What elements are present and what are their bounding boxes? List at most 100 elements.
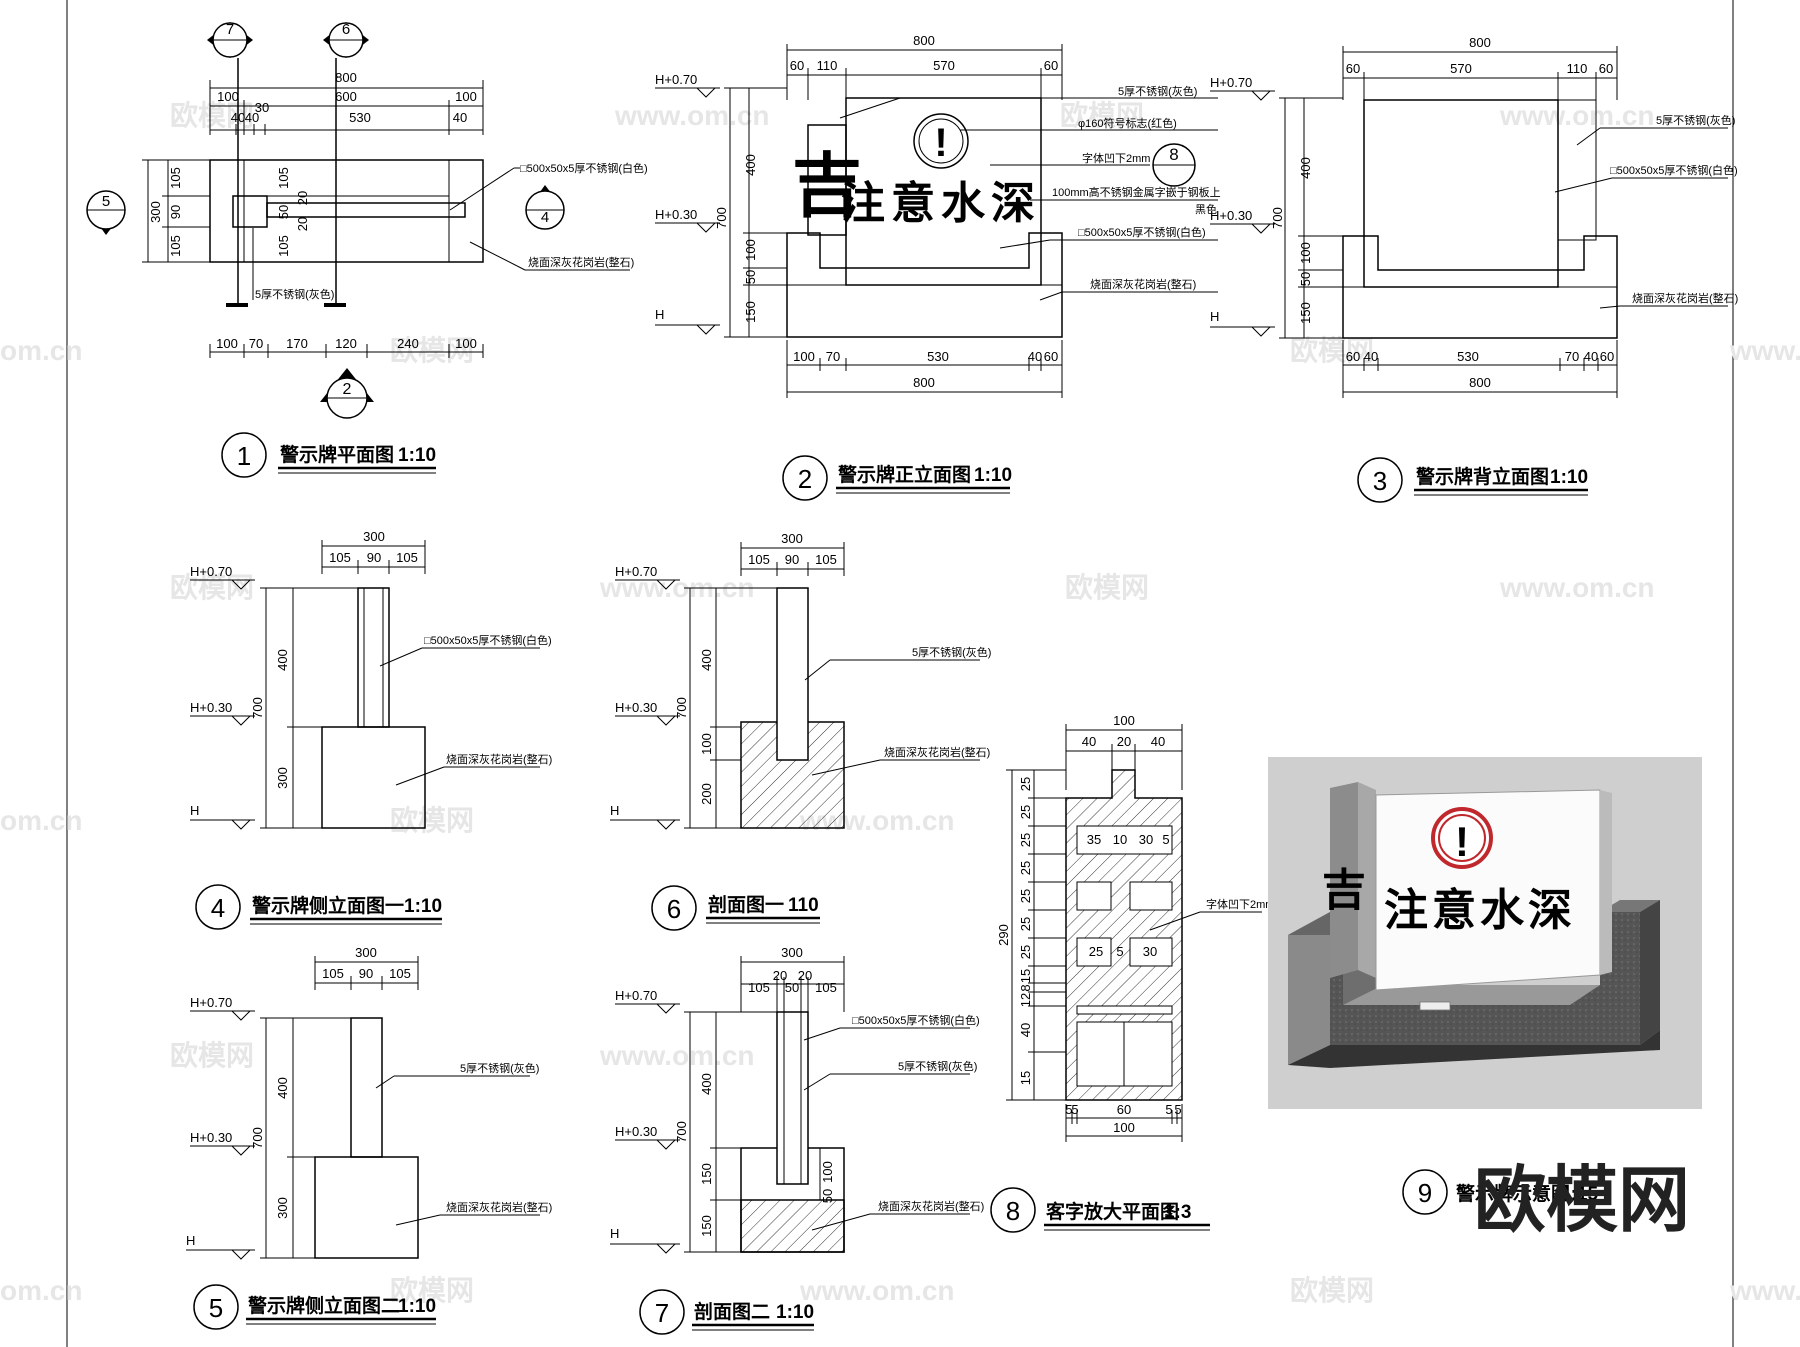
dim: 105 xyxy=(748,552,770,567)
dim: 5 xyxy=(1174,1102,1181,1117)
level-marker: H+0.70 xyxy=(655,72,720,98)
marker-label: 5 xyxy=(102,193,110,210)
view-title: 3 警示牌背立面图 1:10 xyxy=(1357,457,1588,503)
dim: 60 xyxy=(1346,61,1360,76)
dim: 15 xyxy=(1018,1071,1033,1085)
marker-label: 4 xyxy=(541,209,549,226)
render-post-character: 吉 xyxy=(1322,866,1366,915)
watermark-layer: 欧模网 www.om.cn 欧模网 www.om.cn om.cn 欧模网 欧模… xyxy=(0,100,1800,1306)
dim: 50 xyxy=(743,270,758,284)
dim: 25 xyxy=(1018,945,1033,959)
dim: 70 xyxy=(249,336,263,351)
watermark: 欧模网 xyxy=(390,805,474,836)
view-title: 1 警示牌平面图 1:10 xyxy=(221,432,436,478)
dim: 20 xyxy=(798,968,812,983)
view-title-text: 警示牌平面图 xyxy=(280,443,394,466)
dim: 530 xyxy=(1457,349,1479,364)
watermark: 欧模网 xyxy=(170,1040,254,1071)
note-label: □500x50x5厚不锈钢(白色) xyxy=(852,1013,980,1027)
dim: 15 xyxy=(1018,969,1033,983)
dim: 100 xyxy=(793,349,815,364)
level-label: H+0.30 xyxy=(615,700,657,715)
dim: 5 xyxy=(1116,944,1123,959)
note-label: □500x50x5厚不锈钢(白色) xyxy=(1078,225,1206,239)
dim: 40 xyxy=(1584,349,1598,364)
dim: 150 xyxy=(699,1163,714,1185)
dim: 105 xyxy=(168,167,183,189)
view-number: 4 xyxy=(211,893,225,923)
view-title-text: 剖面图二 xyxy=(694,1300,770,1323)
note-label: □500x50x5厚不锈钢(白色) xyxy=(424,633,552,647)
dim: 5 xyxy=(1065,1102,1072,1117)
level-marker: H+0.70 xyxy=(1210,75,1275,101)
dim: 700 xyxy=(674,1121,689,1143)
view-scale: 1:10 xyxy=(404,896,442,917)
view-character-detail: 100 40 20 40 290 25 25 25 25 25 25 25 15… xyxy=(990,713,1274,1233)
post-section xyxy=(776,587,809,761)
note-label: 5厚不锈钢(灰色) xyxy=(460,1061,539,1075)
dim: 25 xyxy=(1018,917,1033,931)
dim: 5 xyxy=(1162,832,1169,847)
section-marker-5: 5 xyxy=(86,190,126,235)
level-label: H+0.70 xyxy=(615,564,657,579)
dim: 10 xyxy=(1113,832,1127,847)
dim: 50 xyxy=(785,980,799,995)
dim: 105 xyxy=(396,550,418,565)
dim: 300 xyxy=(781,531,803,546)
level-marker: H+0.70 xyxy=(190,564,255,590)
section-marker-7: 7 xyxy=(207,21,253,307)
dim: 700 xyxy=(674,697,689,719)
dim: 50 xyxy=(820,1189,835,1203)
view-title-text: 警示牌侧立面图一 xyxy=(252,894,404,917)
dim: 800 xyxy=(1469,375,1491,390)
dim: 60 xyxy=(1117,1102,1131,1117)
level-marker: H+0.30 xyxy=(190,700,255,726)
view-scale: 1:10 xyxy=(398,445,436,466)
dim: 150 xyxy=(743,301,758,323)
dim: 400 xyxy=(275,1077,290,1099)
view-scale: 1:10 xyxy=(1550,467,1588,488)
dim: 20 xyxy=(773,968,787,983)
dim: 530 xyxy=(927,349,949,364)
dim: 400 xyxy=(699,1073,714,1095)
dim: 110 xyxy=(1567,61,1588,76)
view-number: 3 xyxy=(1373,466,1387,496)
sign-panel-outline xyxy=(266,202,466,218)
view-title: 2 警示牌正立面图 1:10 xyxy=(782,455,1012,501)
level-label: H xyxy=(186,1233,195,1248)
dim: 60 xyxy=(1044,58,1058,73)
dim: 105 xyxy=(329,550,351,565)
note-label: 字体凹下2mm xyxy=(1082,151,1150,165)
note-label: 100mm高不锈钢金属字嵌于钢板上 xyxy=(1052,185,1221,199)
dim: 30 xyxy=(255,100,269,115)
dim: 300 xyxy=(355,945,377,960)
dim: 40 xyxy=(1364,349,1378,364)
note-label: 5厚不锈钢(灰色) xyxy=(898,1059,977,1073)
view-title-text: 警示牌示意图 xyxy=(1456,1182,1570,1205)
render-post xyxy=(1330,782,1358,978)
base-left-side xyxy=(1288,912,1330,1065)
note-label: 5厚不锈钢(灰色) xyxy=(912,645,991,659)
level-marker: H xyxy=(655,307,720,335)
note-label: 烧面深灰花岗岩(整石) xyxy=(446,752,552,766)
dim: 300 xyxy=(275,1197,290,1219)
dim: 105 xyxy=(322,966,344,981)
dim: 40 xyxy=(1151,734,1165,749)
view-title: 7 剖面图二 1:10 xyxy=(639,1289,814,1335)
note-label: □500x50x5厚不锈钢(白色) xyxy=(1610,163,1738,177)
granite-base xyxy=(1342,235,1618,339)
dim: 300 xyxy=(363,529,385,544)
note-label: 烧面深灰花岗岩(整石) xyxy=(528,255,634,269)
render-sign-text: 注意水深 xyxy=(1384,886,1576,935)
view-front-elevation: 800 60 110 570 60 H+0.70 H+0.30 H xyxy=(655,33,1221,501)
view-title: 5 警示牌侧立面图二 1:10 xyxy=(193,1284,436,1330)
dim: 35 xyxy=(1087,832,1101,847)
level-label: H xyxy=(1210,309,1219,324)
level-label: H xyxy=(610,803,619,818)
level-marker: H+0.30 xyxy=(615,1124,680,1150)
marker-label: 2 xyxy=(343,381,352,398)
watermark: 欧模网 xyxy=(1065,572,1149,603)
dim: 25 xyxy=(1018,833,1033,847)
level-label: H xyxy=(655,307,664,322)
dim: 60 xyxy=(790,58,804,73)
